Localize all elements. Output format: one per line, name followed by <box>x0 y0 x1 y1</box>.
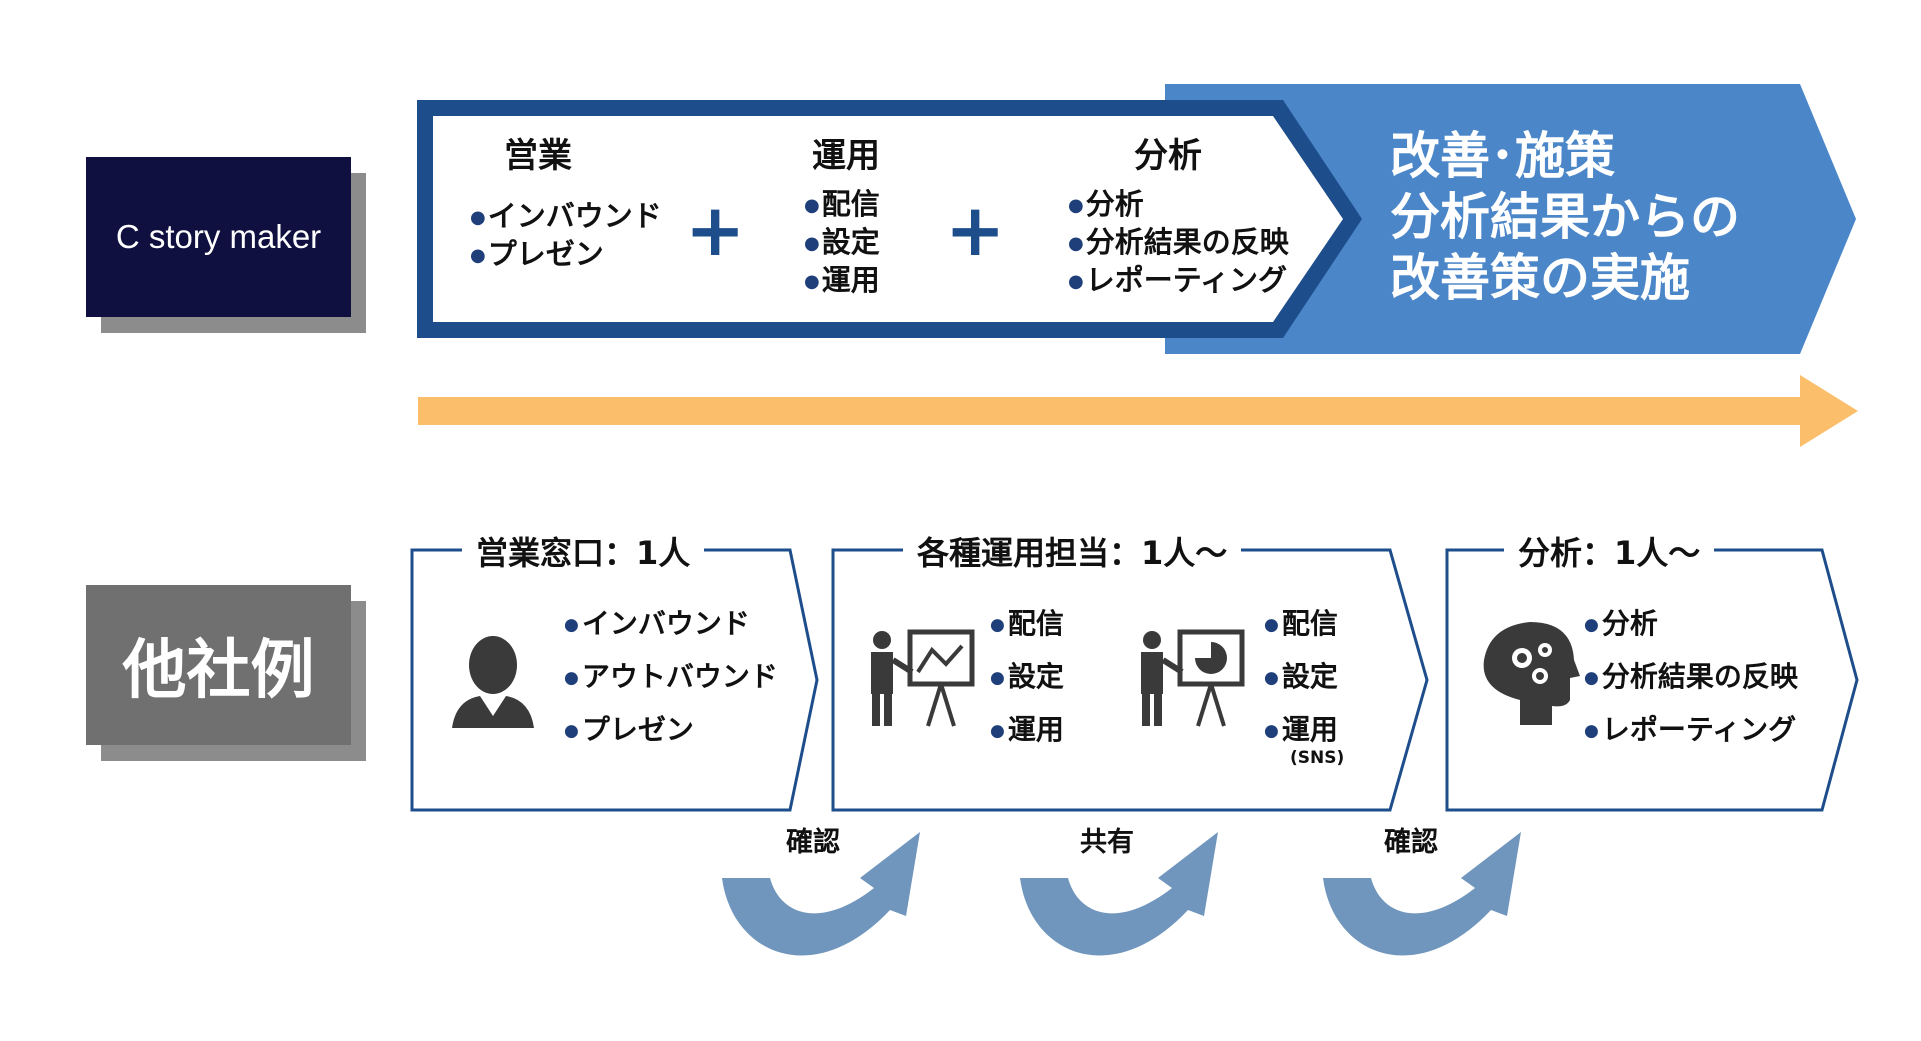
person-icon <box>452 636 534 728</box>
step-heading-sales: 営業 <box>504 136 572 176</box>
list-item: インバウンド <box>564 598 778 651</box>
flow-label-confirm-2: 確認 <box>1384 827 1438 858</box>
box-heading-analysis: 分析：1人～ <box>1504 528 1715 574</box>
list-item: 分析 <box>1584 598 1798 651</box>
list-item: アウトバウンド <box>564 651 778 704</box>
curl-arrow-3 <box>1323 832 1521 956</box>
plus-sign: + <box>685 188 746 272</box>
list-item: プレゼン <box>564 704 778 757</box>
other-company-label-text: 他社例 <box>122 634 315 708</box>
other-company-label: 他社例 <box>86 585 351 745</box>
c-story-maker-label: C story maker <box>86 157 351 317</box>
list-item: 分析結果の反映 <box>1584 651 1798 704</box>
box-heading-sales: 営業窓口：1人 <box>462 528 705 574</box>
list-item: インバウンド <box>470 198 662 236</box>
list-item: 設定 <box>990 651 1064 704</box>
plus-sign: + <box>945 188 1006 272</box>
curl-arrow-2 <box>1020 832 1218 956</box>
list-item: 配信 <box>1264 598 1344 651</box>
sns-note: (SNS) <box>1290 748 1345 768</box>
step-list-analysis: 分析 分析結果の反映 レポーティング <box>1068 186 1289 300</box>
list-item: 設定 <box>804 224 880 262</box>
list-item: 分析結果の反映 <box>1068 224 1289 262</box>
kaizen-line: 改善･施策 <box>1390 127 1615 185</box>
list-item: 配信 <box>990 598 1064 651</box>
box-list-operations-b: 配信 設定 運用 (SNS) <box>1264 598 1344 767</box>
kaizen-line: 改善策の実施 <box>1390 249 1690 307</box>
list-item: レポーティング <box>1068 262 1289 300</box>
list-item: プレゼン <box>470 236 662 274</box>
list-item: 設定 <box>1264 651 1344 704</box>
box-list-operations-a: 配信 設定 運用 <box>990 598 1064 757</box>
head-gears-icon <box>1483 622 1580 725</box>
list-item: 運用 <box>990 704 1064 757</box>
box-list-analysis: 分析 分析結果の反映 レポーティング <box>1584 598 1798 757</box>
flow-label-share: 共有 <box>1080 827 1134 858</box>
box-heading-operations: 各種運用担当：1人～ <box>903 528 1242 574</box>
step-heading-operations: 運用 <box>812 136 880 176</box>
kaizen-text: 改善･施策 分析結果からの 改善策の実施 <box>1390 126 1740 309</box>
list-item: 運用 <box>804 262 880 300</box>
presentation-pie-chart-icon <box>1141 629 1245 727</box>
timeline-arrow <box>418 375 1858 447</box>
presentation-line-chart-icon <box>871 629 975 727</box>
flow-label-confirm-1: 確認 <box>786 827 840 858</box>
box-list-sales: インバウンド アウトバウンド プレゼン <box>564 598 778 757</box>
list-item: 分析 <box>1068 186 1289 224</box>
kaizen-arrow <box>1165 84 1856 354</box>
list-item: 配信 <box>804 186 880 224</box>
c-story-maker-label-text: C story maker <box>115 218 322 255</box>
step-list-operations: 配信 設定 運用 <box>804 186 880 300</box>
list-item: 運用 <box>1264 704 1344 757</box>
list-item: レポーティング <box>1584 704 1798 757</box>
kaizen-line: 分析結果からの <box>1390 188 1740 246</box>
step-heading-analysis: 分析 <box>1134 136 1202 176</box>
step-list-sales: インバウンド プレゼン <box>470 198 662 274</box>
curl-arrow-1 <box>722 832 920 956</box>
